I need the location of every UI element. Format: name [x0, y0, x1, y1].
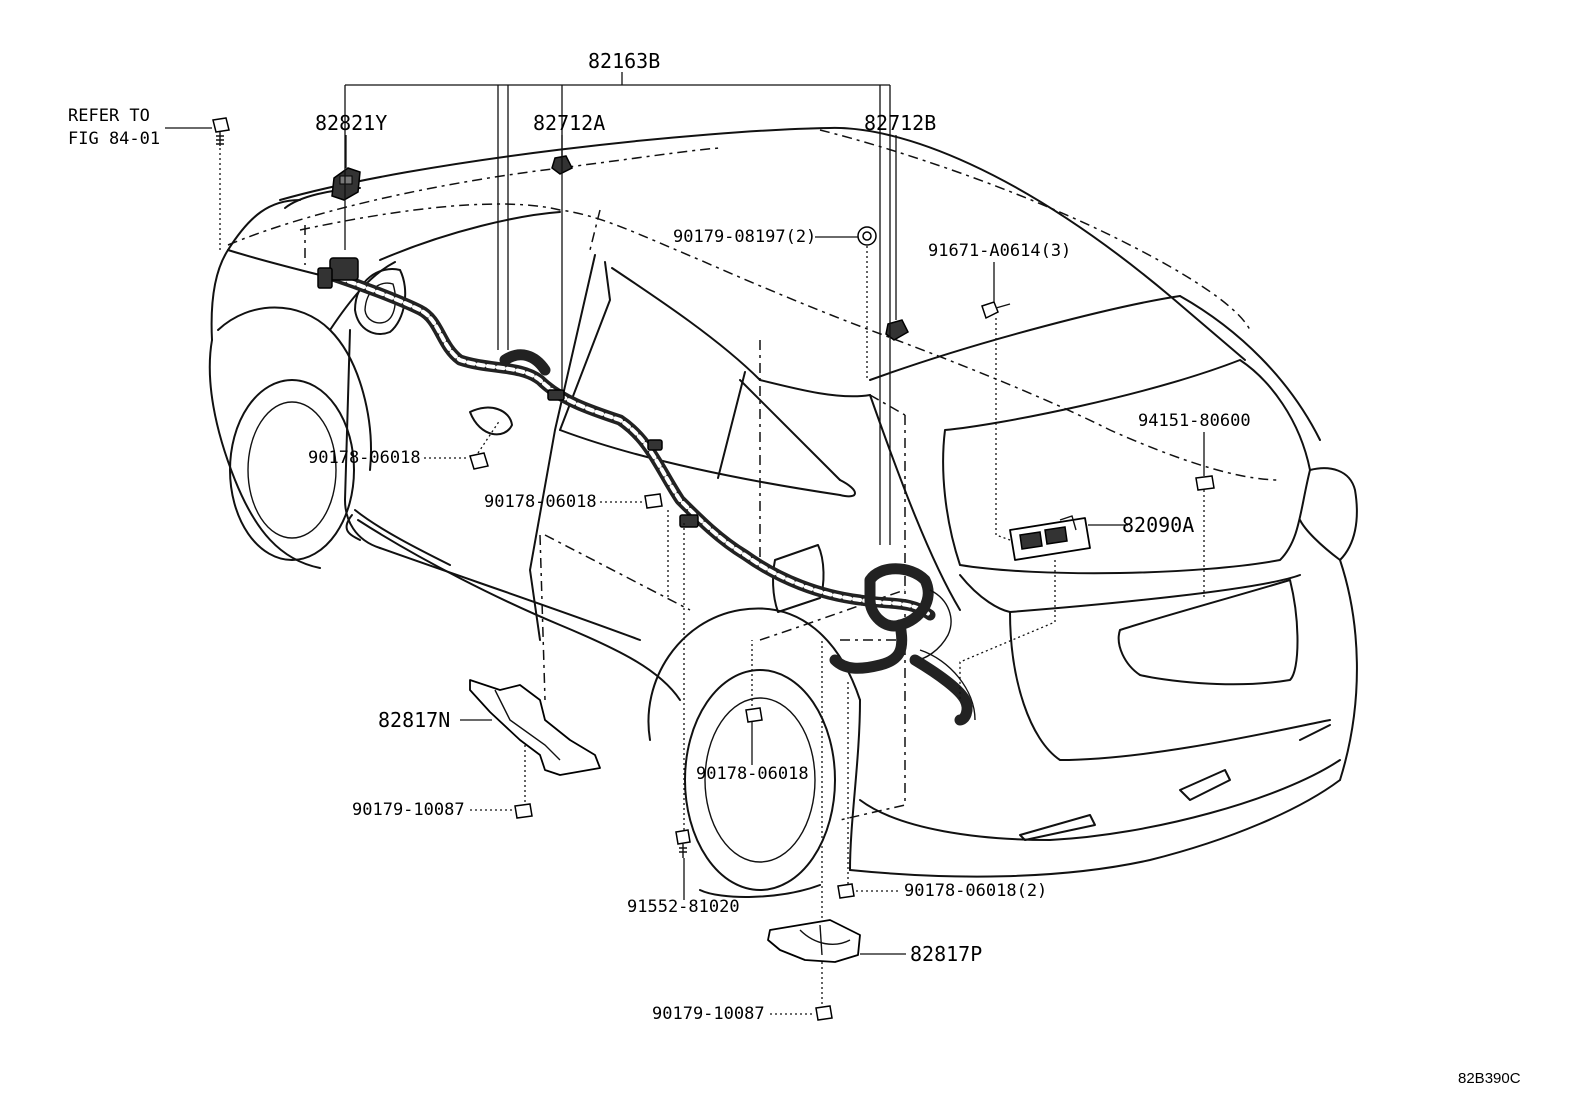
label-82817P: 82817P [910, 942, 982, 966]
label-refer-to: REFER TO [68, 106, 150, 126]
bolt-refer-fig [212, 117, 230, 146]
illustration-code: 82B390C [1458, 1070, 1521, 1087]
nut-90179-10087-a [514, 803, 533, 819]
protector-82817P [767, 919, 861, 963]
label-90179-10087-b: 90179-10087 [652, 1004, 765, 1024]
label-90178-06018-b: 90178-06018 [484, 492, 597, 512]
label-82090A: 82090A [1122, 513, 1194, 537]
nut-90179-10087-b [815, 1005, 833, 1021]
nut-90178-06018-d [837, 883, 855, 899]
label-82163B: 82163B [588, 49, 660, 73]
label-94151-80600: 94151-80600 [1138, 411, 1251, 431]
label-82817N: 82817N [378, 708, 450, 732]
label-90179-10087-a: 90179-10087 [352, 800, 465, 820]
label-82712A: 82712A [533, 111, 605, 135]
label-91671-A0614: 91671-A0614(3) [928, 241, 1071, 261]
bolt-91671-A0614 [981, 301, 1011, 320]
label-90178-06018-c: 90178-06018 [696, 764, 809, 784]
label-91552-81020: 91552-81020 [627, 897, 740, 917]
nut-90178-06018-a [469, 452, 489, 470]
nut-90178-06018-b [644, 493, 663, 509]
grommet-82712B [885, 319, 909, 341]
vehicle-body [208, 126, 1358, 898]
leader-lines [165, 72, 1205, 1015]
module-82090A [1009, 515, 1091, 561]
connector-82821Y [331, 167, 361, 201]
nut-90178-06018-c [745, 707, 763, 723]
wire-harness-82163B [317, 257, 976, 726]
label-90178-06018-a: 90178-06018 [308, 448, 421, 468]
nut-94151-80600 [1195, 475, 1215, 491]
part-labels: 82163B REFER TO FIG 84-01 82821Y 82712A … [68, 49, 1521, 1087]
phantom-lines [227, 129, 1281, 821]
bolt-91552-81020 [675, 829, 691, 858]
protector-82817N [469, 679, 601, 776]
label-refer-fig: FIG 84-01 [68, 129, 160, 149]
nut-90179-08197 [857, 226, 877, 246]
label-82821Y: 82821Y [315, 111, 387, 135]
label-90178-06018-d: 90178-06018(2) [904, 881, 1047, 901]
label-90179-08197: 90179-08197(2) [673, 227, 816, 247]
label-82712B: 82712B [864, 111, 936, 135]
